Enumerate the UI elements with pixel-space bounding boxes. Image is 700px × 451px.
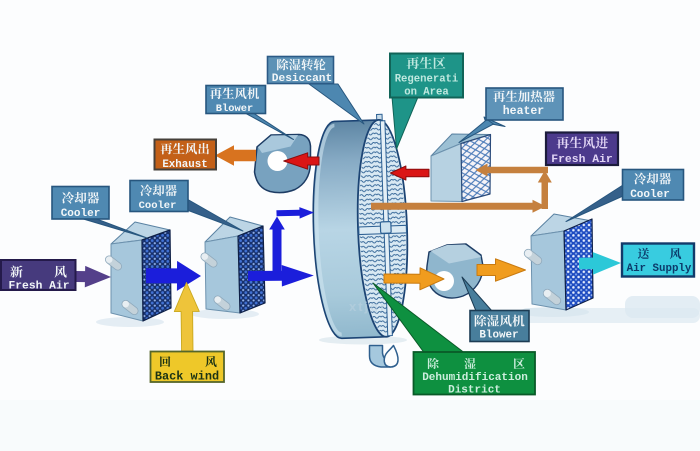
svg-text:xtjqr: xtjqr <box>349 299 387 314</box>
svg-text:Blower: Blower <box>216 103 253 115</box>
svg-text:Fresh Air: Fresh Air <box>8 280 69 292</box>
svg-text:Cooler: Cooler <box>139 200 177 212</box>
svg-text:Cooler: Cooler <box>630 189 670 201</box>
svg-text:Back wind: Back wind <box>155 369 219 383</box>
svg-text:Blower: Blower <box>479 330 518 342</box>
svg-text:Dehumidification: Dehumidification <box>422 372 528 384</box>
svg-text:Air Supply: Air Supply <box>627 263 692 275</box>
svg-text:Desiccant: Desiccant <box>272 73 332 85</box>
svg-text:Fresh Air: Fresh Air <box>551 154 613 166</box>
svg-text:on Area: on Area <box>404 87 449 99</box>
svg-text:Exhaust: Exhaust <box>162 159 207 171</box>
svg-text:Regenerati: Regenerati <box>395 73 459 85</box>
svg-text:heater: heater <box>503 105 545 118</box>
svg-text:District: District <box>448 385 501 397</box>
svg-text:Cooler: Cooler <box>61 208 101 220</box>
